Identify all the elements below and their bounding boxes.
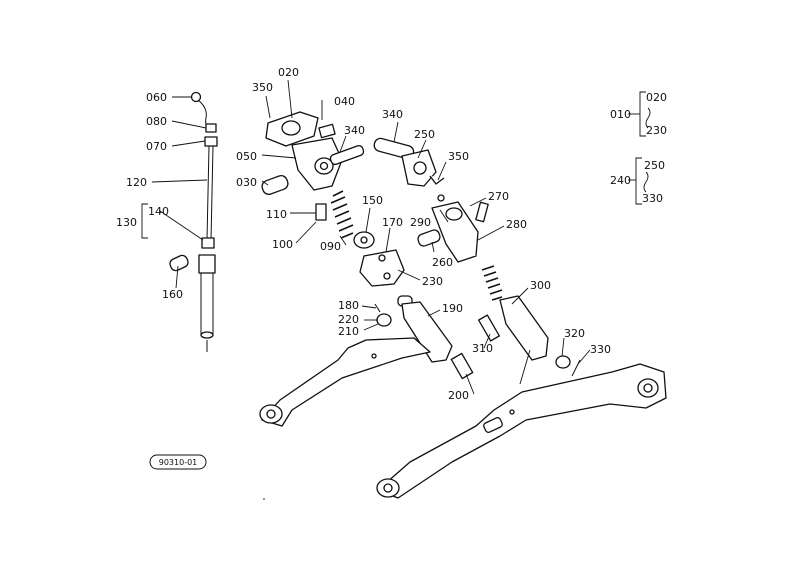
callout-120: 120: [126, 176, 147, 189]
lower-link-right: [376, 349, 667, 499]
bracket-070: [204, 136, 218, 147]
callout-220: 220: [338, 313, 359, 326]
callout-060: 060: [146, 91, 167, 104]
nut-110: [315, 203, 327, 221]
callout-340-left: 340: [344, 124, 365, 137]
callout-140: 140: [148, 205, 169, 218]
callout-180: 180: [338, 299, 359, 312]
callout-020: 020: [278, 66, 299, 79]
callout-090: 090: [320, 240, 341, 253]
callout-250: 250: [414, 128, 435, 141]
callout-170: 170: [382, 216, 403, 229]
figure-code: 90310-01: [159, 458, 198, 467]
callout-030: 030: [236, 176, 257, 189]
callout-110: 110: [266, 208, 287, 221]
callout-240: 240: [610, 174, 631, 187]
right-bracket-assembly: [373, 137, 581, 377]
leader-lines: [141, 79, 651, 395]
pin-270: [475, 201, 489, 223]
callout-300: 300: [530, 279, 551, 292]
callout-050: 050: [236, 150, 257, 163]
clip-350: [429, 175, 445, 185]
nut-320: [555, 355, 571, 369]
callout-320: 320: [564, 327, 585, 340]
knob-060: [190, 91, 202, 103]
callout-290: 290: [410, 216, 431, 229]
callout-280: 280: [506, 218, 527, 231]
lift-rod-190: [374, 295, 474, 380]
shaft-340-left: [329, 144, 365, 166]
callout-210: 210: [338, 325, 359, 338]
pin-180: [374, 303, 381, 313]
callout-230-center: 230: [422, 275, 443, 288]
pin-260: [417, 229, 441, 247]
callout-270: 270: [488, 190, 509, 203]
callout-350-left: 350: [252, 81, 273, 94]
rod-120-right: [210, 145, 214, 241]
callout-260: 260: [432, 256, 453, 269]
bolt-310: [478, 314, 500, 342]
callout-040: 040: [334, 95, 355, 108]
callout-330-ref: 330: [642, 192, 663, 205]
callout-350-right: 350: [448, 150, 469, 163]
callout-200: 200: [448, 389, 469, 402]
washer-210: [376, 313, 392, 327]
callout-190: 190: [442, 302, 463, 315]
callout-130: 130: [116, 216, 137, 229]
callout-100: 100: [272, 238, 293, 251]
rod-300: [499, 295, 549, 361]
callout-330: 330: [590, 343, 611, 356]
callout-070: 070: [146, 140, 167, 153]
check-rod-assembly: [169, 91, 218, 352]
pin-160: [169, 254, 189, 272]
figure-code-badge: 90310-01: [149, 454, 207, 470]
callout-010: 010: [610, 108, 631, 121]
callout-250-ref: 250: [644, 159, 665, 172]
clip-080: [205, 123, 217, 133]
callout-310: 310: [472, 342, 493, 355]
pin-040: [318, 123, 336, 139]
bolt-200: [450, 352, 474, 380]
spring-090: [330, 190, 354, 239]
callout-160: 160: [162, 288, 183, 301]
rod-120-left: [206, 145, 210, 241]
plate-170: [359, 249, 405, 287]
callout-230-ref: 230: [646, 124, 667, 137]
pin-030: [261, 175, 289, 195]
top-link-bracket-assembly: [261, 100, 405, 287]
lower-link-left: [259, 337, 431, 427]
collar-140: [201, 237, 215, 249]
callout-150: 150: [362, 194, 383, 207]
callout-340-right: 340: [382, 108, 403, 121]
spring-300: [481, 265, 503, 301]
callout-labels: 060 080 070 120 140 130 160 350 020 040 …: [116, 66, 667, 402]
callout-020-ref: 020: [646, 91, 667, 104]
bracket-280: [431, 201, 479, 263]
block-140: [198, 254, 216, 274]
callout-080: 080: [146, 115, 167, 128]
